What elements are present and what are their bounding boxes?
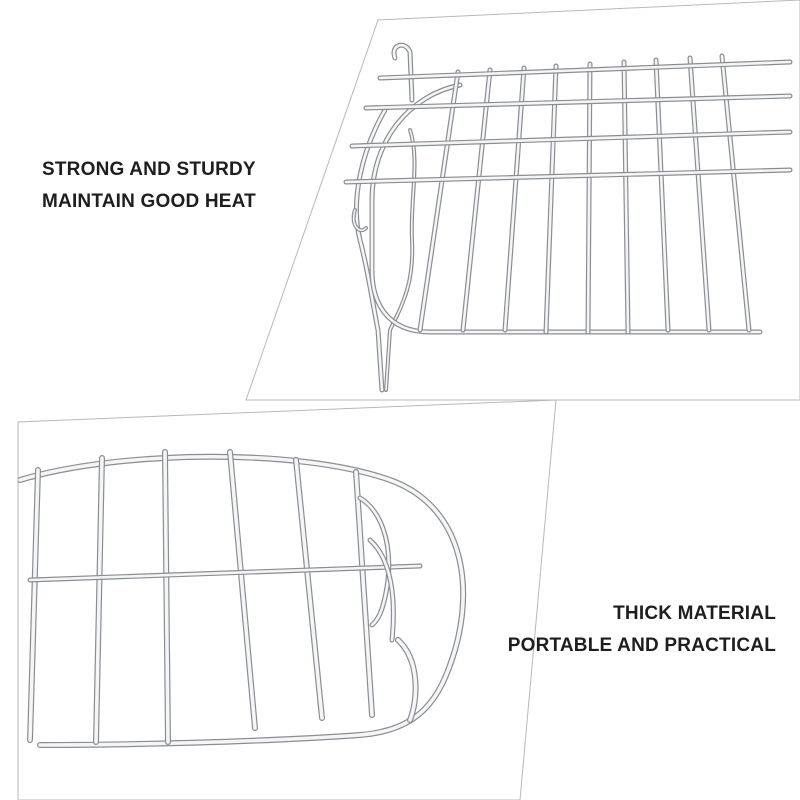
rack-wire-highlight — [392, 43, 414, 102]
rack-wire-highlight — [586, 62, 592, 334]
rack-wire-highlight — [228, 450, 257, 730]
rack-wire-highlight — [396, 638, 418, 722]
rack-wire-highlight — [294, 458, 324, 720]
rack-wire-highlight — [370, 83, 762, 334]
rack-wire-highlight — [28, 564, 422, 582]
rack-wire-highlight — [720, 54, 751, 332]
rack-wire-highlight — [654, 58, 670, 332]
rack-wire-highlight — [503, 66, 526, 332]
caption-strong-sturdy: STRONG AND STURDY MAINTAIN GOOD HEAT — [42, 154, 256, 218]
rack-wire-highlight — [385, 129, 416, 391]
top-photo-frame — [245, 0, 800, 401]
rack-wire-highlight — [344, 168, 792, 184]
rack-wire-highlight — [350, 130, 792, 148]
bottom-rack-photo — [17, 399, 557, 800]
rack-wire-highlight — [18, 454, 465, 747]
caption-thick-material: THICK MATERIAL PORTABLE AND PRACTICAL — [508, 598, 776, 662]
round-wire-rack — [18, 449, 467, 748]
caption-line: MAINTAIN GOOD HEAT — [42, 191, 256, 212]
rack-wire-highlight — [622, 60, 630, 334]
rack-wire-highlight — [378, 60, 792, 80]
rack-wire-highlight — [163, 450, 170, 744]
caption-line: STRONG AND STURDY — [42, 159, 256, 180]
rectangular-wire-rack — [343, 42, 793, 393]
rack-wire-highlight — [364, 94, 792, 110]
rack-wire-highlight — [354, 470, 374, 717]
top-rack-photo — [245, 0, 800, 401]
rack-wire-highlight — [418, 70, 460, 332]
caption-line: THICK MATERIAL — [613, 603, 776, 624]
rack-wire-highlight — [94, 456, 104, 744]
rack-wire-highlight — [368, 538, 395, 642]
rack-wire-highlight — [688, 56, 711, 332]
rack-wire-highlight — [544, 64, 558, 334]
rack-wire-highlight — [461, 68, 492, 332]
rack-wire-highlight — [352, 209, 367, 232]
rack-wire-highlight — [28, 468, 40, 742]
caption-line: PORTABLE AND PRACTICAL — [507, 635, 776, 656]
